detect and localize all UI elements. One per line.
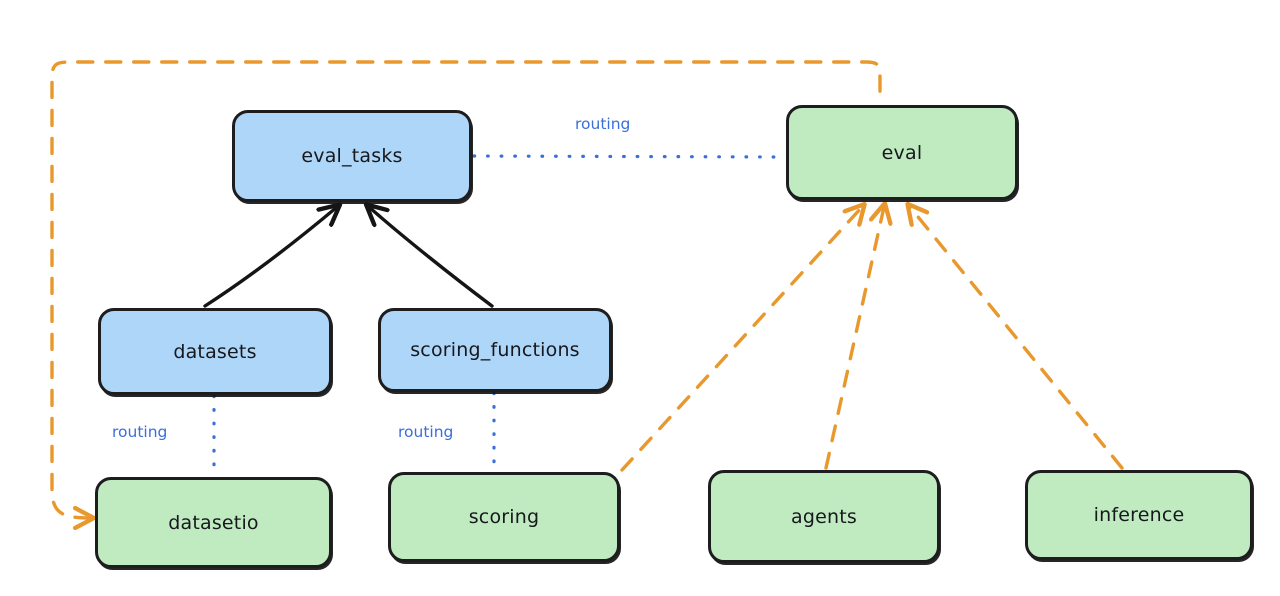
node-eval-tasks[interactable]: eval_tasks [232, 110, 472, 202]
node-label-eval-tasks: eval_tasks [301, 145, 403, 167]
node-label-scoring: scoring [468, 506, 540, 528]
edge-label-routing-left: routing [112, 423, 168, 441]
node-scoring-functions[interactable]: scoring_functions [378, 308, 612, 392]
edge-agents-to-eval [824, 207, 884, 470]
edge-inference-to-eval [910, 207, 1124, 470]
node-label-agents: agents [791, 505, 857, 528]
node-datasets[interactable]: datasets [98, 308, 332, 395]
node-label-datasetio: datasetio [168, 511, 259, 534]
node-label-datasets: datasets [173, 340, 257, 363]
node-eval[interactable]: eval [786, 105, 1018, 200]
edge-label-routing-middle: routing [398, 423, 454, 441]
node-label-eval: eval [881, 141, 923, 164]
edge-label-routing-top: routing [575, 115, 631, 133]
node-agents[interactable]: agents [708, 470, 940, 563]
edge-scoring_functions-to-eval_tasks [369, 207, 494, 308]
edge-eval-to-datasetio [50, 60, 882, 518]
node-label-scoring-functions: scoring_functions [410, 339, 580, 361]
node-label-inference: inference [1093, 504, 1185, 526]
node-datasetio[interactable]: datasetio [95, 477, 332, 568]
node-scoring[interactable]: scoring [388, 472, 620, 562]
edge-eval_tasks-to-eval [472, 154, 786, 159]
node-inference[interactable]: inference [1025, 470, 1253, 560]
edge-scoring-to-eval [620, 207, 862, 472]
edge-datasets-to-eval_tasks [203, 207, 337, 308]
